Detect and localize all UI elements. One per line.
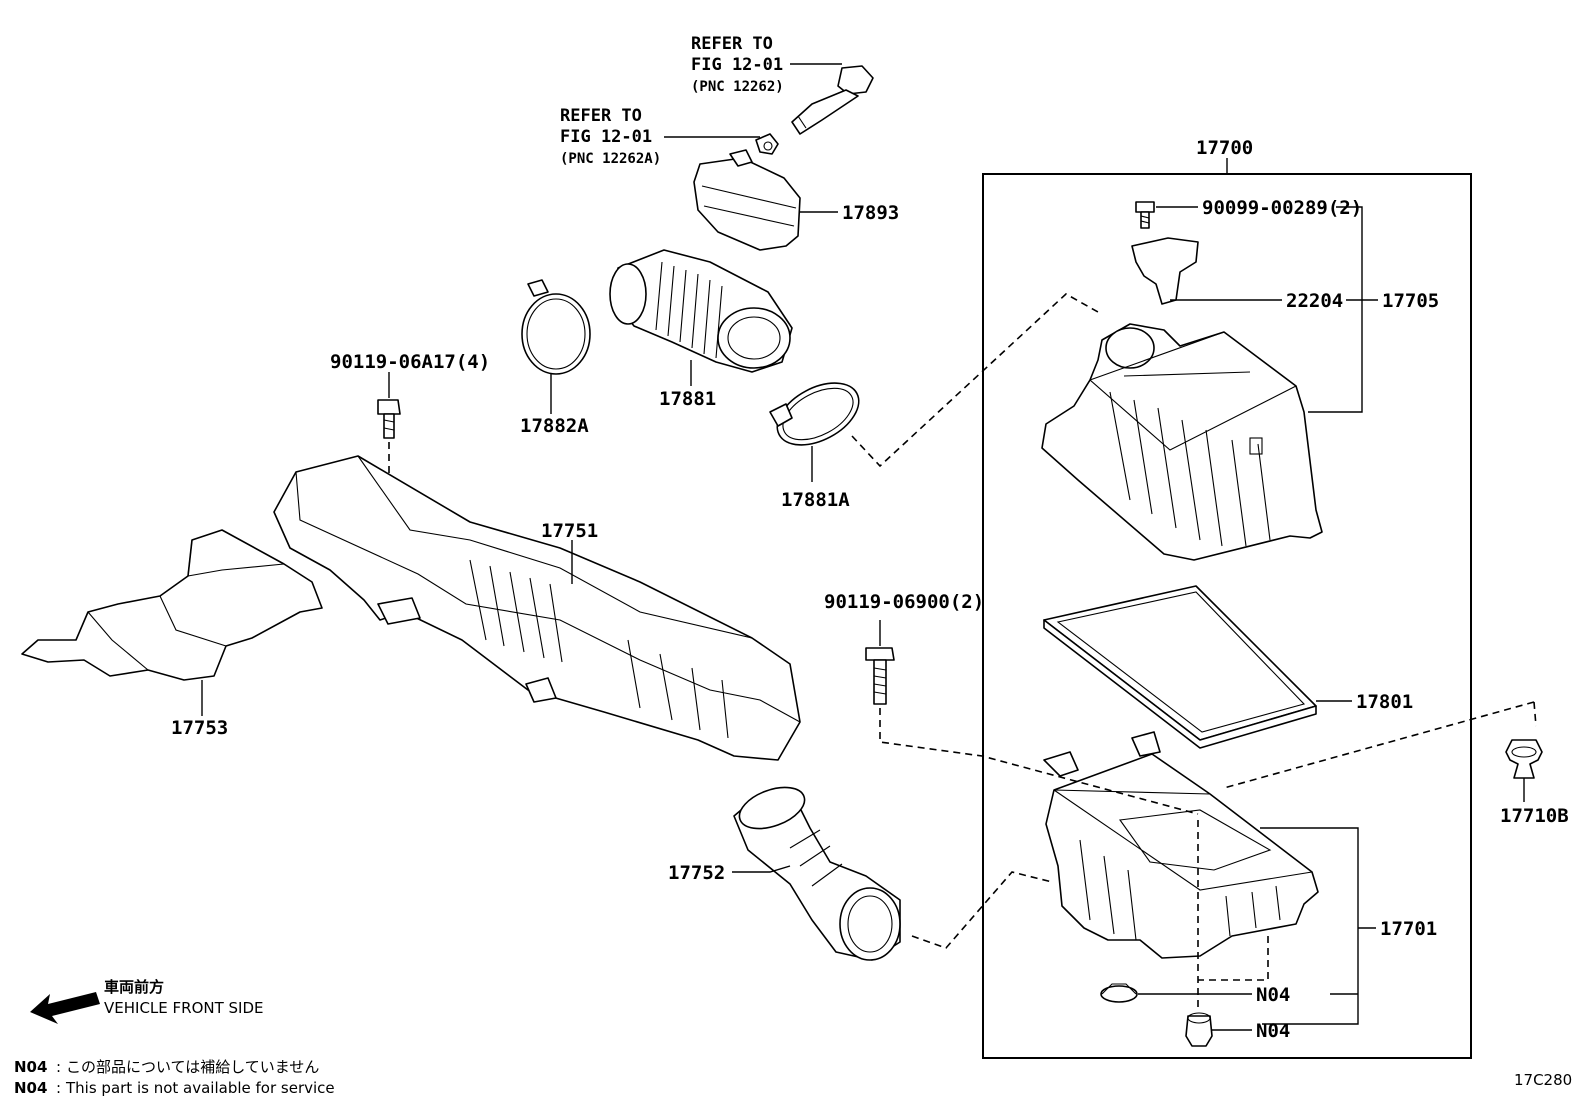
- note-sep-en: :: [56, 1079, 61, 1097]
- ref1-line2: FIG 12-01: [691, 55, 783, 75]
- part-label-90119-06900[interactable]: 90119-06900(2): [824, 591, 984, 613]
- part-label-90099-00289[interactable]: 90099-00289(2): [1202, 197, 1362, 219]
- note-sep-jp: :: [56, 1058, 61, 1076]
- part-label-17700[interactable]: 17700: [1196, 137, 1253, 159]
- part-label-17881[interactable]: 17881: [659, 388, 716, 410]
- clip-12262a: [755, 133, 779, 155]
- bolt-90119-06a17: [377, 399, 401, 439]
- part-label-22204[interactable]: 22204: [1286, 290, 1343, 312]
- part-label-17751[interactable]: 17751: [541, 520, 598, 542]
- part-label-17882A[interactable]: 17882A: [520, 415, 589, 437]
- lower-case-17701: [1043, 731, 1319, 959]
- clamp-17882a: [521, 279, 591, 375]
- n04-grommet-a: [1100, 983, 1138, 1003]
- part-label-17801[interactable]: 17801: [1356, 691, 1413, 713]
- duct-17751: [273, 455, 801, 761]
- part-label-N04-a[interactable]: N04: [1256, 984, 1290, 1006]
- part-label-17701[interactable]: 17701: [1380, 918, 1437, 940]
- part-label-17705[interactable]: 17705: [1382, 290, 1439, 312]
- grommet-17710b: [1505, 739, 1543, 779]
- ref1-line3: (PNC 12262): [691, 79, 784, 95]
- hose-17881: [609, 249, 793, 373]
- guide-17753: [21, 529, 323, 681]
- part-label-17710B[interactable]: 17710B: [1500, 805, 1569, 827]
- ref2-line2: FIG 12-01: [560, 127, 652, 147]
- bolt-90099: [1135, 201, 1155, 229]
- part-label-N04-b[interactable]: N04: [1256, 1020, 1290, 1042]
- filter-17801: [1043, 585, 1317, 749]
- part-label-90119-06A17[interactable]: 90119-06A17(4): [330, 351, 490, 373]
- ref2-line1: REFER TO: [560, 106, 642, 126]
- direction-label-jp: 車両前方: [104, 978, 164, 996]
- vehicle-front-arrow-icon: [30, 992, 100, 1024]
- clamp-17881a: [769, 382, 860, 446]
- ref2-line3: (PNC 12262A): [560, 151, 661, 167]
- part-label-17881A[interactable]: 17881A: [781, 489, 850, 511]
- hose-17752: [733, 786, 901, 961]
- note-text-jp: この部品については補給していません: [66, 1058, 319, 1076]
- bolt-90119-06900: [865, 647, 895, 705]
- sensor-22204: [1131, 237, 1199, 305]
- direction-label-en: VEHICLE FRONT SIDE: [104, 999, 264, 1017]
- part-label-17893[interactable]: 17893: [842, 202, 899, 224]
- n04-grommet-b: [1185, 1012, 1213, 1047]
- part-label-17752[interactable]: 17752: [668, 862, 725, 884]
- note-code-jp: N04: [14, 1058, 47, 1076]
- hose-12262: [791, 65, 874, 135]
- upper-case-17705: [1041, 323, 1323, 561]
- note-code-en: N04: [14, 1079, 47, 1097]
- figure-id: 17C280: [1514, 1071, 1572, 1089]
- note-text-en: This part is not available for service: [65, 1079, 335, 1097]
- resonator-17893: [693, 149, 801, 251]
- part-label-17753[interactable]: 17753: [171, 717, 228, 739]
- ref1-line1: REFER TO: [691, 34, 773, 54]
